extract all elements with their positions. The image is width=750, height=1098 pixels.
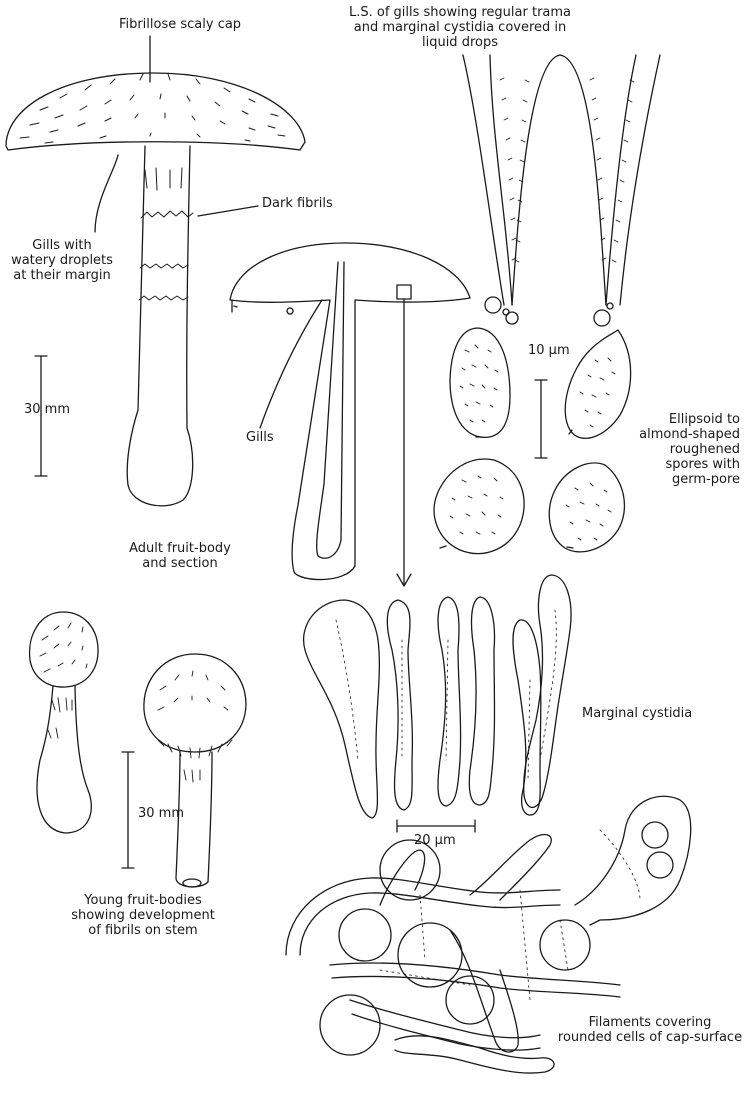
label-dark-fibrils: Dark fibrils <box>262 196 333 211</box>
rounded-cell <box>379 839 441 901</box>
section-sample-box <box>396 284 412 300</box>
label-young: Young fruit-bodies showing development o… <box>71 893 215 938</box>
young-1-stem <box>36 685 92 834</box>
filament <box>449 929 519 1053</box>
cap-scales <box>19 73 286 144</box>
marginal-cystidia <box>303 574 572 819</box>
stem-dark-fibrils <box>138 167 194 301</box>
filament <box>299 892 561 956</box>
gill-sections <box>462 54 661 327</box>
cystidium-4 <box>468 596 496 806</box>
gill-right <box>605 54 661 306</box>
leader-gills-droplets <box>94 154 119 233</box>
section-outline <box>229 242 471 581</box>
filament <box>285 877 561 956</box>
rounded-cell <box>646 851 674 879</box>
label-cap: Fibrillose scaly cap <box>118 17 242 32</box>
label-gills-droplets: Gills with watery droplets at their marg… <box>11 238 113 283</box>
rounded-cell <box>397 922 463 988</box>
adult-cap <box>5 72 306 151</box>
young-2-cap <box>143 653 247 753</box>
filament <box>574 795 692 926</box>
spore-3 <box>433 458 525 555</box>
label-scale-young: 30 mm <box>138 806 185 821</box>
adult-stem <box>126 145 194 507</box>
adult-section <box>229 242 471 587</box>
label-gills: Gills <box>246 430 274 445</box>
gill-left <box>462 54 513 306</box>
filament <box>329 962 621 986</box>
label-gills-ls: L.S. of gills showing regular trama and … <box>348 5 572 50</box>
cap-surface-filaments <box>285 795 692 1074</box>
spore-germ-pores <box>439 429 574 549</box>
label-filaments: Filaments covering rounded cells of cap-… <box>557 1015 743 1045</box>
scale-bar-young <box>121 751 135 869</box>
young-2-stem-base <box>182 878 202 888</box>
section-inner-flesh <box>316 261 345 559</box>
rounded-cell <box>445 975 495 1025</box>
label-scale-cystidia: 20 µm <box>414 833 456 848</box>
adult-fruit-body <box>5 72 306 507</box>
gill-trama-hatching <box>499 77 635 263</box>
label-scale-adult: 30 mm <box>24 402 71 417</box>
cystidium-2 <box>386 599 414 811</box>
leader-dark-fibrils <box>197 205 259 217</box>
filament-septa <box>379 829 641 1001</box>
cystidia-contents <box>335 609 557 781</box>
section-arrow-head <box>396 573 412 587</box>
filament <box>394 1035 555 1074</box>
spore-1 <box>449 327 511 438</box>
filament <box>349 999 541 1039</box>
gill-middle <box>511 54 607 306</box>
label-scale-spores: 10 µm <box>528 343 570 358</box>
cystidium-6 <box>523 574 572 809</box>
gill-liquid-drops <box>484 296 614 327</box>
spore-4 <box>548 462 626 553</box>
scale-bar-cystidia <box>396 819 476 833</box>
label-adult: Adult fruit-body and section <box>129 541 231 571</box>
filament <box>469 833 552 901</box>
label-spores: Ellipsoid to almond-shaped roughened spo… <box>639 412 740 487</box>
cystidium-5 <box>512 619 542 816</box>
label-cystidia: Marginal cystidia <box>582 706 693 721</box>
rounded-cell <box>641 821 669 849</box>
young-1-fibrils <box>39 622 88 739</box>
rounded-cell <box>539 919 591 971</box>
cystidium-1 <box>303 599 381 819</box>
young-1-cap <box>28 611 99 688</box>
young-2-fibrils <box>157 670 233 783</box>
section-gill-edge-left <box>231 299 294 315</box>
scale-bar-spores <box>534 379 548 459</box>
rounded-cell <box>319 994 381 1056</box>
young-fruit-bodies <box>28 611 247 888</box>
scale-bar-adult <box>34 355 48 477</box>
filament <box>379 849 426 906</box>
rounded-cell <box>338 908 392 962</box>
spores <box>433 327 632 555</box>
filament <box>351 1013 541 1051</box>
cystidium-3 <box>437 596 462 807</box>
spore-2 <box>564 329 632 439</box>
filament <box>331 975 621 998</box>
gills-pointer <box>259 299 323 429</box>
spore-roughening <box>449 344 616 541</box>
